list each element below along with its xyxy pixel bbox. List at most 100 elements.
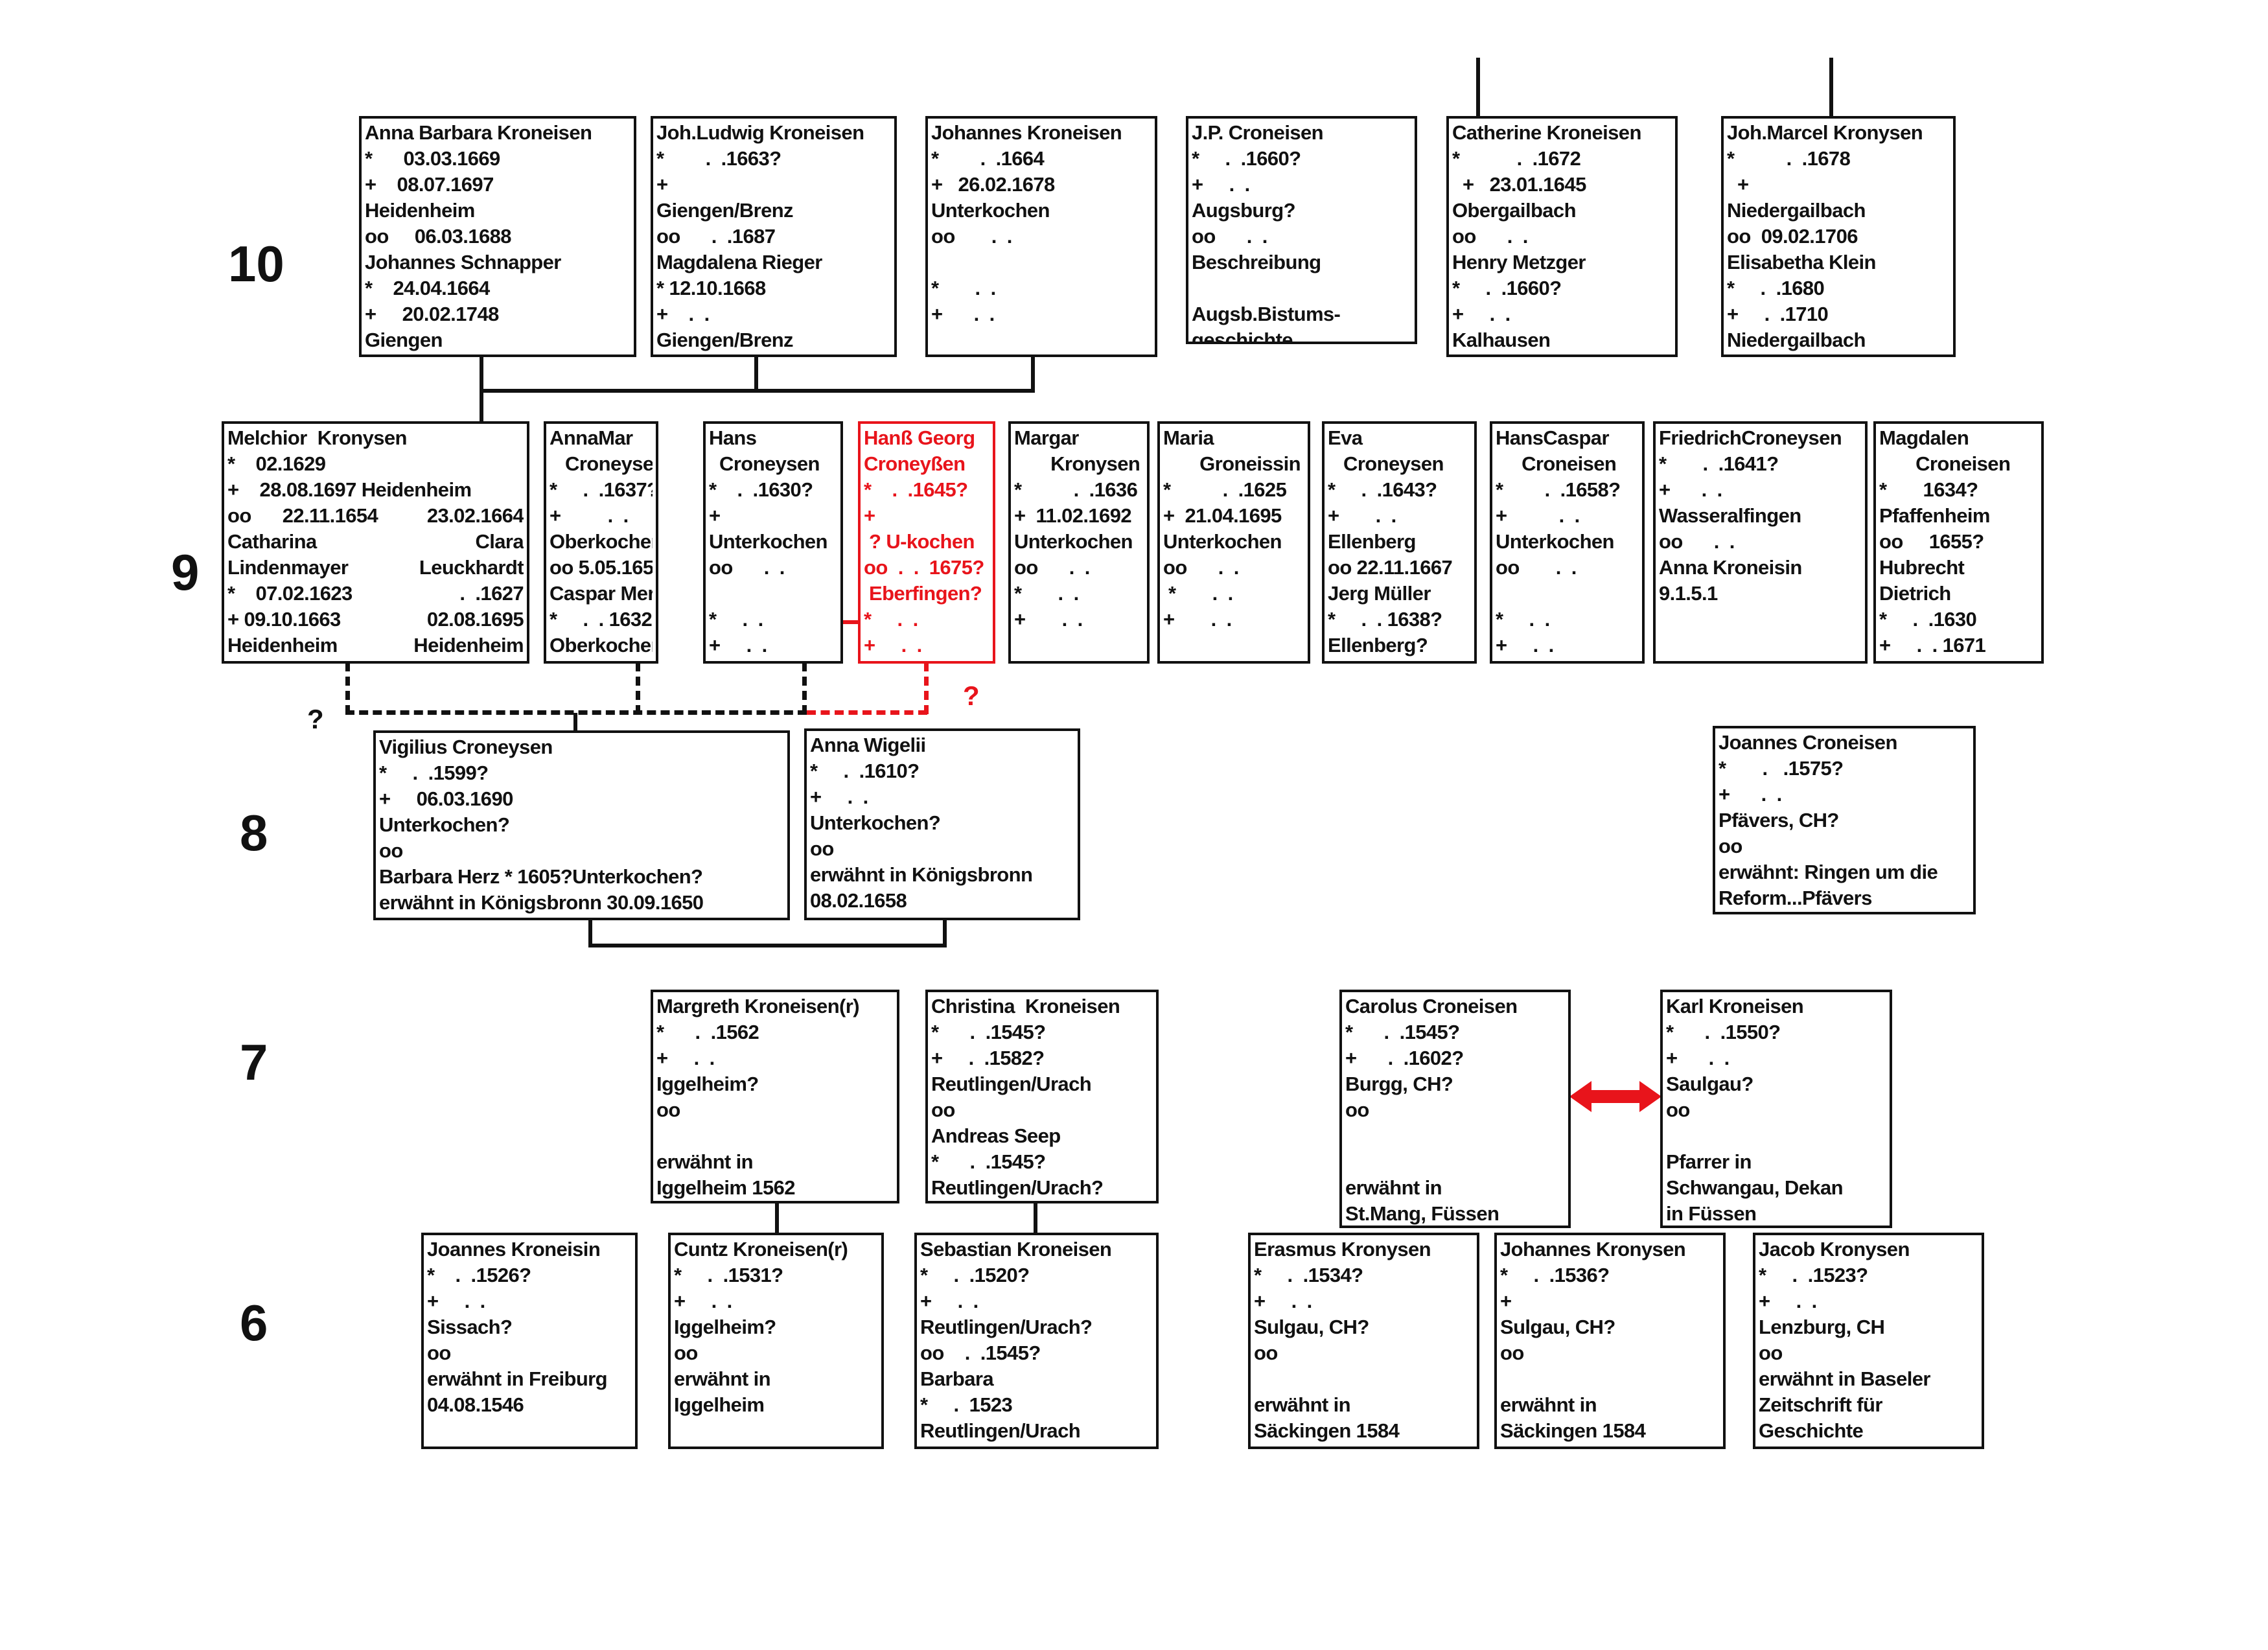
dashed-connector-red: [924, 662, 929, 714]
person-detail: * . .1645?: [864, 478, 968, 501]
person-detail: Augsb.Bistums-: [1192, 303, 1341, 325]
person-detail: 9.1.5.1: [1659, 582, 1718, 605]
person-detail: + 28.08.1697 Heidenheim: [227, 478, 472, 501]
person-detail: +: [1727, 173, 1749, 196]
person-detail: oo: [931, 1098, 955, 1121]
double-arrow-red-icon: [1569, 1081, 1661, 1112]
person-detail: Schwangau, Dekan: [1666, 1176, 1844, 1199]
person-detail: oo . .: [1452, 225, 1528, 248]
person-detail: + . .: [931, 303, 995, 325]
person-detail: Unterkochen?: [810, 811, 941, 834]
question-mark: ?: [307, 704, 324, 734]
person-detail: Groneissin: [1163, 452, 1301, 475]
person-detail: Giengen/Brenz: [656, 329, 794, 351]
person-detail: Säckingen 1584: [1500, 1419, 1646, 1442]
person-detail: oo: [379, 839, 403, 862]
person-detail: * . .1534?: [1254, 1264, 1363, 1286]
person-line-right: Leuckhardt: [419, 556, 524, 579]
person-detail: Kronysen: [1014, 452, 1140, 475]
person-detail: [1345, 1123, 1565, 1149]
connector-line: [1031, 356, 1035, 392]
connector-line: [1829, 58, 1833, 117]
person-detail: * . .1663?: [656, 147, 781, 170]
person-detail: Oberkochen: [550, 530, 653, 553]
person-detail: oo: [1666, 1098, 1690, 1121]
person-detail: + . . 1671: [1879, 634, 1986, 657]
person-detail: * . .1664: [931, 147, 1045, 170]
person-detail: * . .1643?: [1328, 478, 1437, 501]
person-detail: [1496, 581, 1639, 607]
person-detail: in Füssen: [1666, 1202, 1757, 1225]
person-detail: + . .: [810, 785, 868, 808]
person-box: J.P. Croneisen* . .1660?+ . .Augsburg?oo…: [1186, 116, 1417, 344]
person-detail: Johannes Schnapper: [365, 251, 561, 273]
person-name: Carolus Croneisen: [1345, 995, 1518, 1017]
person-box: Joh.Marcel Kronysen* . .1678 +Niedergail…: [1721, 116, 1956, 357]
person-line-right: Heidenheim: [413, 634, 524, 657]
person-box: FriedrichCroneysen* . .1641?+ . .Wassera…: [1653, 421, 1868, 664]
person-detail: Sulgau, CH?: [1254, 1316, 1369, 1338]
person-detail: erwähnt in Königsbronn 30.09.1650: [379, 891, 704, 914]
person-name: Karl Kroneisen: [1666, 995, 1804, 1017]
person-detail: * . .1545?: [931, 1150, 1046, 1173]
person-line-left: Lindenmayer: [227, 556, 349, 579]
person-detail: * . .1625: [1163, 478, 1287, 501]
dashed-connector: [345, 710, 807, 715]
person-line-two-column: Lindenmayer Leuckhardt: [227, 555, 524, 581]
person-box: AnnaMar Croneysen* . .1637?+ . .Oberkoch…: [544, 421, 658, 664]
person-detail: Augsburg?: [1192, 199, 1296, 222]
person-box: Anna Barbara Kroneisen* 03.03.1669+ 08.0…: [359, 116, 636, 357]
generation-label-7: 7: [240, 1034, 268, 1091]
person-detail: * . .1562: [656, 1021, 759, 1043]
person-name: Eva: [1328, 426, 1363, 449]
person-detail: ? U-kochen: [864, 530, 975, 553]
person-name: Christina Kroneisen: [931, 995, 1120, 1017]
person-detail: +: [1500, 1290, 1512, 1312]
person-box: Joannes Kroneisin* . .1526?+ . .Sissach?…: [421, 1233, 638, 1449]
person-detail: Unterkochen: [931, 199, 1050, 222]
connector-line: [588, 944, 947, 947]
person-detail: oo 1655?: [1879, 530, 1984, 553]
person-name: FriedrichCroneysen: [1659, 426, 1842, 449]
person-detail: Iggelheim?: [674, 1316, 776, 1338]
person-detail: oo: [656, 1098, 680, 1121]
person-detail: + 06.03.1690: [379, 787, 513, 810]
connector-line: [1034, 1202, 1037, 1235]
person-detail: oo . .: [1163, 556, 1239, 579]
person-detail: * . .1526?: [427, 1264, 531, 1286]
person-line-right: Clara: [475, 530, 524, 553]
person-detail: Iggelheim?: [656, 1073, 759, 1095]
person-name: Jacob Kronysen: [1759, 1238, 1910, 1261]
person-name: J.P. Croneisen: [1192, 121, 1324, 144]
person-detail: erwähnt: Ringen um die: [1718, 861, 1938, 883]
person-name: Anna Barbara Kroneisen: [365, 121, 592, 144]
person-detail: + . .: [864, 634, 922, 657]
person-detail: * . 1523: [920, 1393, 1013, 1416]
person-line-left: oo 22.11.1654: [227, 504, 378, 527]
person-box: Joannes Croneisen* . .1575?+ . .Pfävers,…: [1713, 726, 1976, 914]
person-detail: oo . .: [1496, 556, 1577, 579]
person-detail: Barbara: [920, 1367, 994, 1390]
person-box: Catherine Kroneisen* . .1672 + 23.01.164…: [1446, 116, 1678, 357]
person-detail: oo . . 1675?: [864, 556, 984, 579]
person-detail: Zeitschrift für: [1759, 1393, 1882, 1416]
person-detail: Reutlingen/Urach: [931, 1073, 1092, 1095]
person-name: Cuntz Kroneisen(r): [674, 1238, 848, 1261]
person-name: Maria: [1163, 426, 1214, 449]
person-detail: Reutlingen/Urach: [920, 1419, 1081, 1442]
person-detail: Sulgau, CH?: [1500, 1316, 1615, 1338]
person-detail: +: [709, 504, 721, 527]
person-name: Hans: [709, 426, 757, 449]
person-box: Christina Kroneisen* . .1545?+ . .1582?R…: [925, 990, 1159, 1203]
person-detail: Giengen: [365, 329, 443, 351]
person-detail: * . .1672: [1452, 147, 1581, 170]
person-detail: Niedergailbach: [1727, 199, 1866, 222]
person-box: Vigilius Croneysen* . .1599?+ 06.03.1690…: [373, 730, 790, 920]
person-detail: * 03.03.1669: [365, 147, 500, 170]
person-detail: Jerg Müller: [1328, 582, 1431, 605]
person-name: Joh.Ludwig Kroneisen: [656, 121, 864, 144]
person-detail: oo: [427, 1342, 451, 1364]
person-detail: + . .: [1163, 608, 1232, 631]
